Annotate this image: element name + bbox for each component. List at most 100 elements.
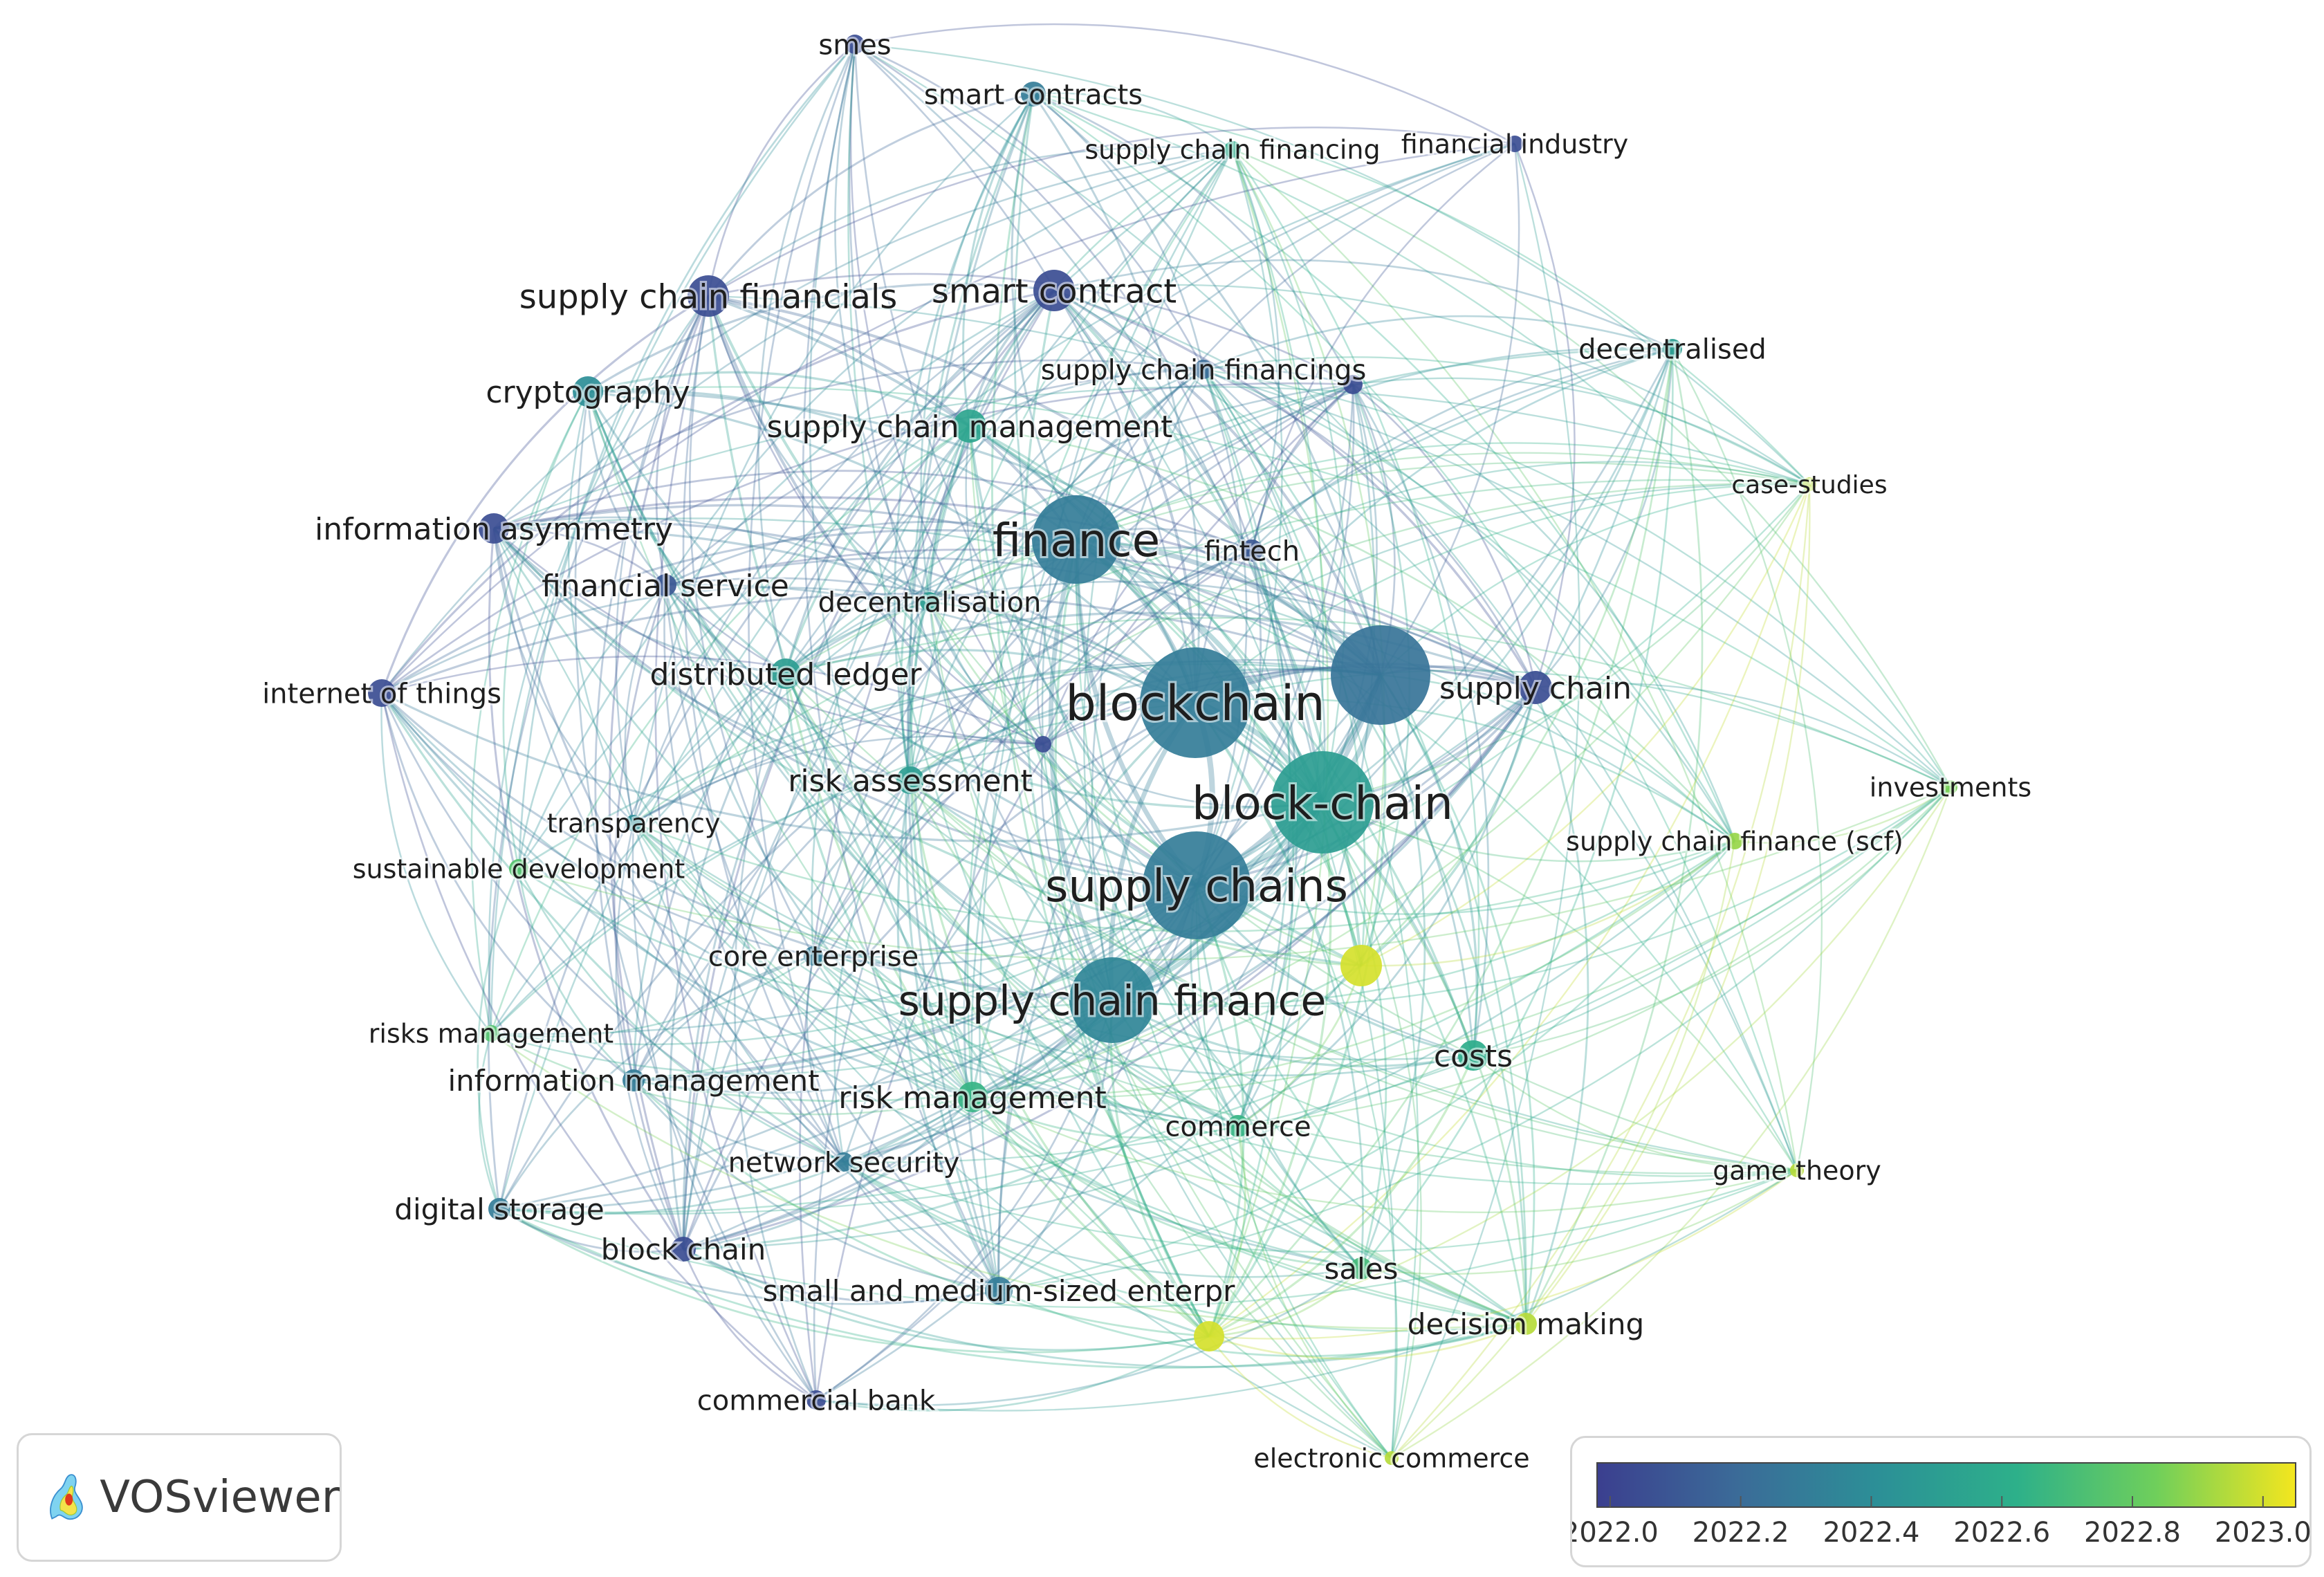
node-sales[interactable]	[1350, 1257, 1372, 1280]
edge-link	[1011, 93, 1078, 540]
node-cryptography[interactable]	[573, 376, 603, 407]
node-sustainable-development[interactable]	[509, 859, 528, 878]
node-small-node[interactable]	[1035, 736, 1051, 753]
edge-link	[632, 383, 1354, 1081]
edge-link	[785, 672, 1323, 809]
edge-link	[665, 577, 1196, 704]
edge-link	[688, 295, 815, 957]
node-smart-contracts[interactable]	[1021, 82, 1046, 107]
node-network-security[interactable]	[834, 1152, 854, 1172]
node-distributed-ledger[interactable]	[771, 658, 801, 689]
edge-link	[665, 584, 1323, 804]
legend-tick-label: 2022.8	[2084, 1517, 2181, 1549]
edge-link	[1033, 93, 1382, 676]
node-supply-chain[interactable]	[1519, 671, 1552, 704]
edge-link	[632, 1080, 999, 1292]
edge-link	[1032, 93, 1200, 703]
node-decentralised[interactable]	[1663, 339, 1682, 358]
edge-link	[1075, 539, 1363, 1269]
edge-link	[968, 148, 1233, 427]
node-information-management[interactable]	[622, 1069, 645, 1091]
node-supply-chains[interactable]	[1143, 831, 1251, 939]
node-smart-contract[interactable]	[1033, 270, 1075, 311]
edge-link	[1196, 686, 1537, 887]
node-financial-service[interactable]	[654, 574, 676, 596]
node-supply-chain-finance[interactable]	[1069, 957, 1155, 1043]
node-smes[interactable]	[845, 35, 865, 54]
edge-link	[664, 584, 1239, 1127]
legend-tick-label: 2022.0	[1572, 1517, 1659, 1549]
edge-link	[1075, 537, 1325, 804]
node-blockchain[interactable]	[1140, 647, 1251, 758]
node-case-studies[interactable]	[1802, 477, 1816, 491]
node-commercial-bank[interactable]	[806, 1390, 826, 1410]
node-supply-chain-management[interactable]	[953, 409, 986, 443]
node-digital-storage[interactable]	[488, 1198, 510, 1220]
edge-link	[380, 289, 1055, 694]
edge-link	[928, 368, 1204, 602]
edge-link	[1195, 885, 1245, 1337]
node-game-theory[interactable]	[1790, 1163, 1804, 1177]
node-commerce[interactable]	[1227, 1115, 1249, 1137]
node-decentralisation[interactable]	[920, 592, 939, 611]
edge-link	[806, 955, 845, 1163]
vosviewer-logo-icon	[50, 1474, 83, 1520]
edge-link	[665, 557, 1381, 676]
node-financial-industry[interactable]	[1506, 136, 1523, 152]
edge-link	[707, 295, 1044, 746]
node-electronic-commerce[interactable]	[1385, 1451, 1399, 1465]
node-label-supply-chain-financing: supply chain financing	[1085, 135, 1380, 165]
edge-link	[493, 148, 1233, 529]
edge-link	[1075, 538, 1363, 966]
edge-link	[929, 580, 1536, 689]
edge-link	[812, 347, 1673, 957]
node-investments[interactable]	[1944, 780, 1957, 794]
edge-link	[633, 661, 1381, 824]
node-information-asymmetry[interactable]	[479, 513, 509, 544]
node-costs[interactable]	[1458, 1040, 1488, 1071]
node-supply-chain-financing[interactable]	[1224, 141, 1241, 158]
edge-link	[1251, 550, 1527, 1325]
node-blue-node[interactable]	[1331, 625, 1430, 725]
edge-link	[894, 93, 1035, 781]
node-supply-chain-financings[interactable]	[1194, 360, 1213, 379]
edge-link	[633, 1079, 845, 1163]
edge-link	[632, 954, 814, 1081]
node-block-chain[interactable]	[671, 1237, 696, 1262]
node-fintech[interactable]	[1241, 540, 1263, 562]
node-supply-chain-finance-scf[interactable]	[1726, 833, 1743, 849]
edge-link	[517, 584, 666, 869]
node-yellow-node-2[interactable]	[1194, 1321, 1224, 1352]
node-yellow-node-1[interactable]	[1340, 945, 1382, 986]
edge-link	[972, 1096, 1798, 1213]
node-internet-of-things[interactable]	[368, 679, 396, 707]
node-label-digital-storage: digital storage	[394, 1192, 604, 1226]
node-transparency[interactable]	[625, 815, 642, 831]
node-risk-assessment[interactable]	[896, 766, 924, 794]
edge-link	[784, 289, 1055, 674]
edge-link	[910, 425, 974, 1098]
edge-link	[707, 93, 1034, 297]
edge-link	[380, 692, 973, 1098]
node-small-and-medium-sized-enterpr[interactable]	[985, 1277, 1013, 1304]
node-core-enterprise[interactable]	[804, 946, 823, 966]
node-risks-management[interactable]	[483, 1025, 499, 1042]
edge-link	[683, 1248, 1527, 1368]
edge-link	[1195, 670, 1951, 788]
edge-link	[812, 743, 1044, 957]
legend-tick-label: 2023.0	[2215, 1517, 2312, 1549]
node-block-chain-hyphen[interactable]	[1271, 751, 1374, 854]
node-supply-chain-financials[interactable]	[688, 275, 729, 317]
edge-link	[492, 528, 845, 1163]
edge-link	[1202, 369, 1291, 1127]
edge-link	[997, 702, 1197, 1291]
edge-link	[811, 425, 971, 957]
node-decision-making[interactable]	[1515, 1313, 1537, 1335]
node-finance[interactable]	[1032, 495, 1120, 584]
edge-link	[785, 383, 1354, 674]
node-extra-node-1[interactable]	[1343, 375, 1363, 394]
node-label-costs: costs	[1434, 1039, 1513, 1074]
edge-link	[906, 93, 1035, 1291]
node-risk-management[interactable]	[957, 1082, 988, 1112]
edge-link	[1360, 674, 1426, 1269]
